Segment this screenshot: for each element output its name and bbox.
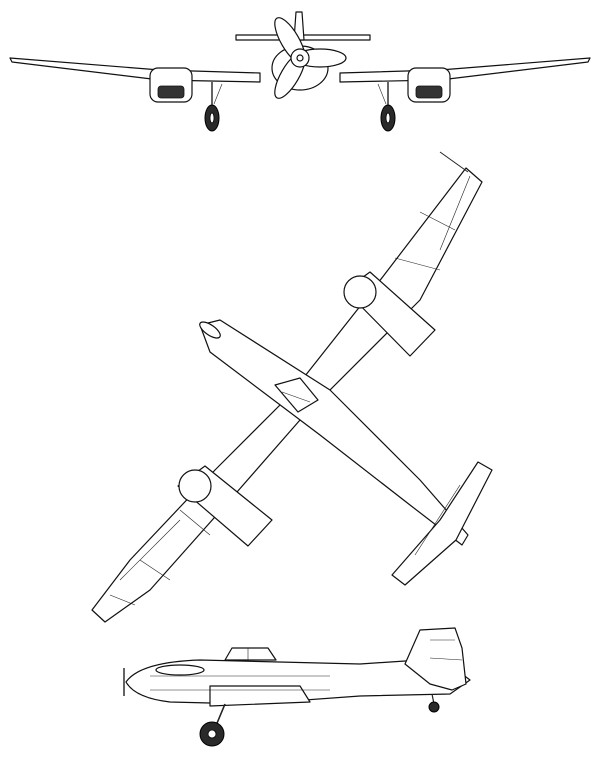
top-spinner [199,321,221,339]
top-canopy [274,377,319,413]
front-left-radiator [157,85,185,99]
top-right-nacelle [343,271,436,357]
side-nose-intake [155,664,205,676]
front-left-gear [204,82,223,132]
side-wing-root [209,685,311,707]
front-right-radiator [415,85,443,99]
side-canopy [224,647,277,661]
front-propeller [274,17,347,99]
top-left-nacelle [177,465,273,547]
side-fin [404,627,467,691]
front-view [9,11,591,132]
top-fuselage [199,319,469,546]
side-view [123,627,471,747]
side-tail-wheel [428,693,440,713]
side-main-gear [199,703,226,747]
top-tailplane [391,461,493,586]
top-wing-panel-lines [109,175,471,606]
top-view [91,151,493,623]
top-antenna [439,151,469,173]
front-right-gear [377,82,396,132]
